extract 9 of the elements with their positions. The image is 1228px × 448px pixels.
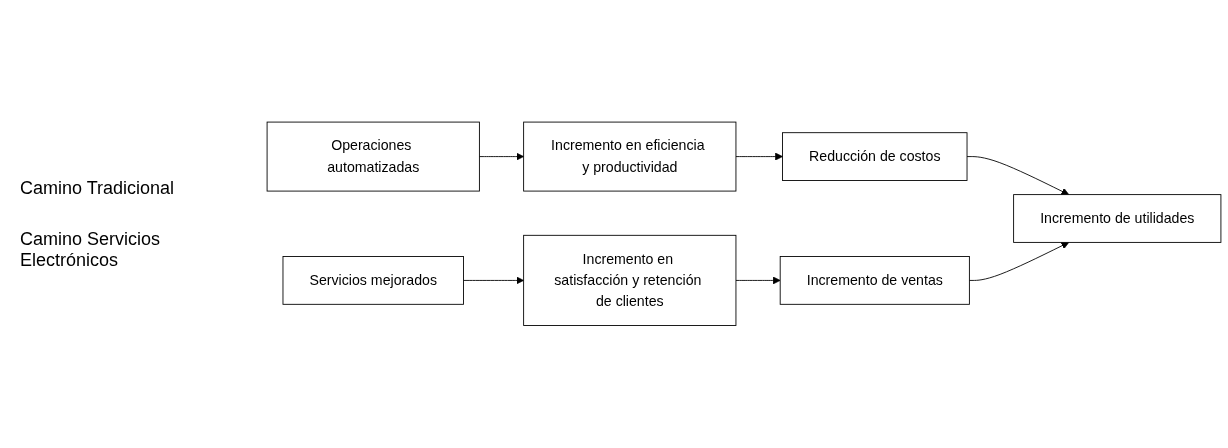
node-box: Incremento de utilidades [1013,194,1222,243]
node-box: Incremento en satisfacción y retención de clientes [523,235,737,327]
node-box: Reducción de costos [782,132,968,182]
node-box: Operaciones automatizadas [266,121,480,192]
node-box: Servicios mejorados [282,256,464,305]
path-heading: Camino Tradicional [20,177,176,199]
node-box: Incremento de ventas [779,256,970,305]
node-box: Incremento en eficiencia y productividad [523,121,737,192]
path-heading: Camino Servicios Electrónicos [20,228,162,271]
